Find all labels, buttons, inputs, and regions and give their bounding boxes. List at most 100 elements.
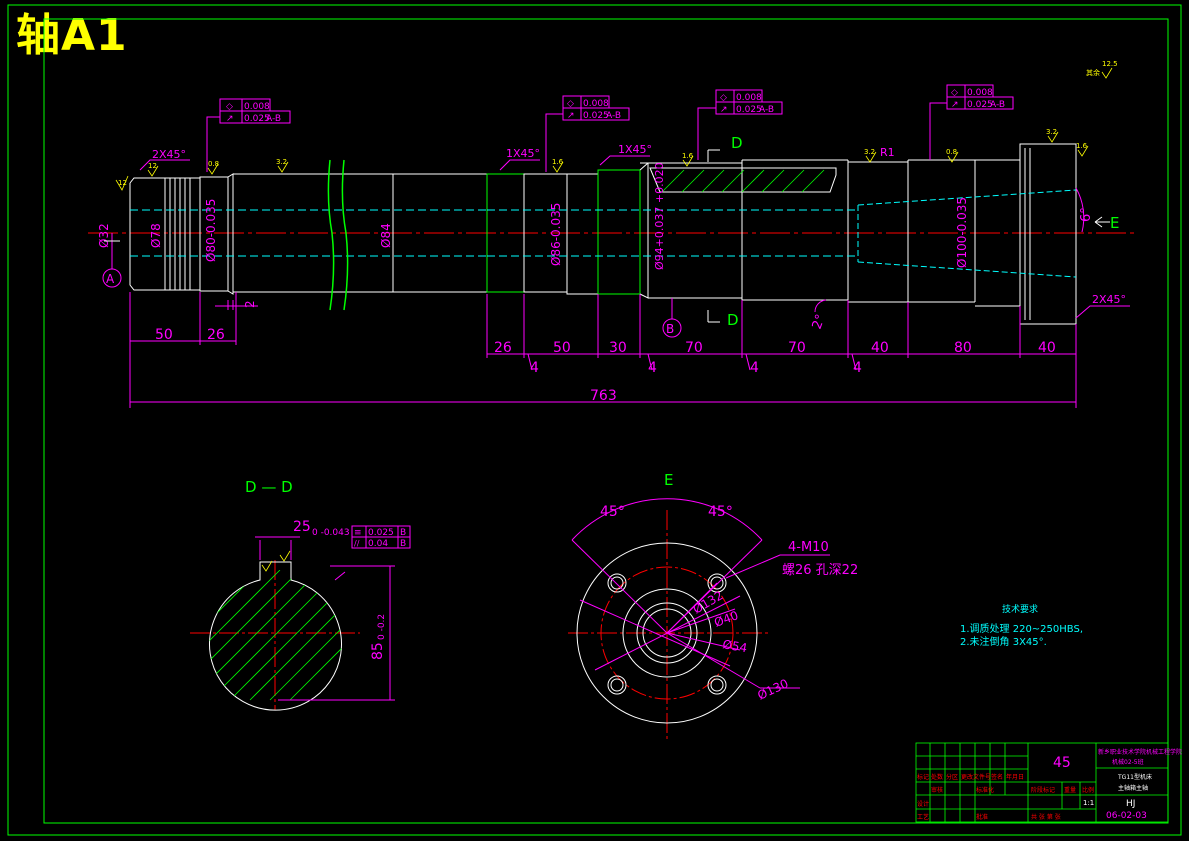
dim-70-a: 70 [685, 340, 703, 356]
svg-text:A-B: A-B [606, 111, 621, 121]
roughness-mark-8: 0.8 [946, 148, 959, 163]
keyway-tol: 0 -0.043 [312, 528, 350, 538]
dim-50: 50 [553, 340, 571, 356]
dia-100: Ø100-0.035 [955, 197, 969, 268]
svg-text:12.5: 12.5 [1102, 60, 1118, 68]
svg-text:0.025: 0.025 [583, 111, 609, 121]
svg-text:0.04: 0.04 [368, 539, 388, 549]
dim-4-a: 4 [530, 360, 539, 376]
dim-4-b: 4 [648, 360, 657, 376]
svg-text:其余: 其余 [1086, 68, 1100, 77]
datum-a: A [102, 233, 122, 288]
view-e-flange: 45° 45° 4-M10 螺26 孔深22 Ø132 Ø40 Ø54 Ø130 [568, 498, 858, 740]
svg-text:审核: 审核 [931, 786, 943, 794]
svg-text:标记: 标记 [917, 773, 929, 781]
dd-tol-frame: ≡ 0.025 B // 0.04 B [351, 525, 411, 549]
roughness-mark-5: 1.6 [552, 158, 564, 173]
roughness-mark-1: 12 [115, 175, 129, 191]
dia-84: Ø84 [379, 223, 393, 248]
svg-text:批准: 批准 [976, 813, 988, 821]
svg-text:0.008: 0.008 [967, 88, 993, 98]
roughness-mark-6: 1.6 [682, 152, 694, 167]
class-name: 机械02-5班 [1112, 758, 1144, 766]
dim-40-a: 40 [871, 340, 889, 356]
svg-text:处数: 处数 [931, 773, 943, 781]
dia-78: Ø78 [149, 223, 163, 248]
svg-text:共 张 第 张: 共 张 第 张 [1031, 813, 1061, 821]
roughness-general: 12.5其余 [1086, 60, 1118, 79]
depth-tol: 0 -0.2 [377, 614, 387, 640]
svg-text:0.008: 0.008 [736, 93, 762, 103]
svg-text:标准化: 标准化 [976, 786, 994, 794]
dia-94: Ø94+0.037 +0.020 [653, 162, 666, 270]
dia-86: Ø86-0.035 [549, 203, 563, 266]
svg-text:↗: ↗ [720, 105, 728, 115]
svg-text:B: B [666, 322, 674, 336]
svg-text:1.6: 1.6 [682, 152, 694, 160]
svg-text:12: 12 [118, 179, 127, 187]
svg-text:◇: ◇ [720, 93, 727, 103]
tolerance-frame-3: ◇ 0.008 ↗ 0.025 A-B [697, 89, 783, 160]
svg-text:年月日: 年月日 [1006, 773, 1024, 781]
svg-text:2.未注倒角 3X45°.: 2.未注倒角 3X45°. [960, 635, 1047, 648]
outer-frame [7, 4, 1182, 836]
section-dd-view: 25 0 -0.043 85 0 -0.2 ≡ 0.025 B // 0.04 … [190, 519, 411, 711]
keyway-section [649, 167, 837, 193]
svg-text:0.8: 0.8 [208, 160, 219, 168]
roughness-mark-7: 3.2 [864, 148, 877, 163]
chamfer-shoulder2: 1X45° [618, 143, 652, 156]
svg-text:0.025: 0.025 [368, 528, 394, 538]
part-title-2: 主轴箱主轴 [1118, 784, 1148, 792]
dia-80: Ø80-0.035 [204, 199, 218, 262]
svg-text:◇: ◇ [226, 102, 233, 112]
school-name: 新乡职业技术学院机械工程学院 [1098, 748, 1182, 756]
tolerance-frame-2: ◇ 0.008 ↗ 0.025 A-B [545, 95, 630, 172]
roughness-mark-4: 3.2 [276, 158, 289, 173]
svg-text:12: 12 [148, 162, 157, 170]
section-d-bottom: D [727, 311, 739, 329]
svg-text:◇: ◇ [951, 88, 958, 98]
svg-text:↗: ↗ [567, 111, 575, 121]
svg-text:比例: 比例 [1082, 786, 1094, 794]
svg-text:≡: ≡ [354, 528, 362, 538]
svg-text:A-B: A-B [990, 100, 1005, 110]
svg-text:3.2: 3.2 [1046, 128, 1057, 136]
section-dd-label: D — D [245, 478, 293, 496]
depth-85: 85 [370, 642, 386, 660]
svg-text:◇: ◇ [567, 99, 574, 109]
svg-text://: // [354, 539, 360, 548]
dim-26: 26 [494, 340, 512, 356]
view-e-label: E [664, 471, 673, 489]
svg-text:B: B [400, 539, 406, 549]
angle-2: 2° [810, 312, 829, 331]
svg-text:1.调质处理 220~250HBS,: 1.调质处理 220~250HBS, [960, 623, 1083, 635]
tolerance-frame-1: ◇ 0.008 ↗ 0.025 A-B [206, 98, 291, 172]
shaft-main-view [88, 143, 1138, 325]
dim-50-left: 50 [155, 327, 173, 343]
svg-text:A-B: A-B [266, 114, 281, 124]
svg-text:0.025: 0.025 [967, 100, 993, 110]
chamfer-left: 2X45° [152, 148, 186, 161]
svg-text:阶段标记: 阶段标记 [1031, 786, 1055, 794]
datum-b: B [662, 298, 682, 338]
thread-4-m10: 4-M10 [788, 540, 829, 555]
svg-text:0.025: 0.025 [244, 114, 270, 124]
svg-text:0.008: 0.008 [583, 99, 609, 109]
dim-4-c: 4 [750, 360, 759, 376]
drawing-title: 轴A1 [16, 10, 128, 61]
angle-45-left: 45° [600, 504, 625, 520]
svg-text:↗: ↗ [226, 114, 234, 124]
svg-text:设计: 设计 [917, 800, 929, 808]
drawing-number: 06-02-03 [1106, 811, 1147, 821]
dia-54: Ø54 [721, 637, 748, 655]
svg-text:技术要求: 技术要求 [1002, 603, 1038, 615]
svg-text:重量: 重量 [1064, 786, 1076, 794]
scale: 1:1 [1083, 799, 1094, 807]
svg-text:B: B [400, 528, 406, 538]
section-d-top: D [731, 134, 743, 152]
svg-text:↗: ↗ [951, 100, 959, 110]
dim-30: 30 [609, 340, 627, 356]
dim-40-b: 40 [1038, 340, 1056, 356]
svg-text:工艺: 工艺 [917, 813, 929, 821]
